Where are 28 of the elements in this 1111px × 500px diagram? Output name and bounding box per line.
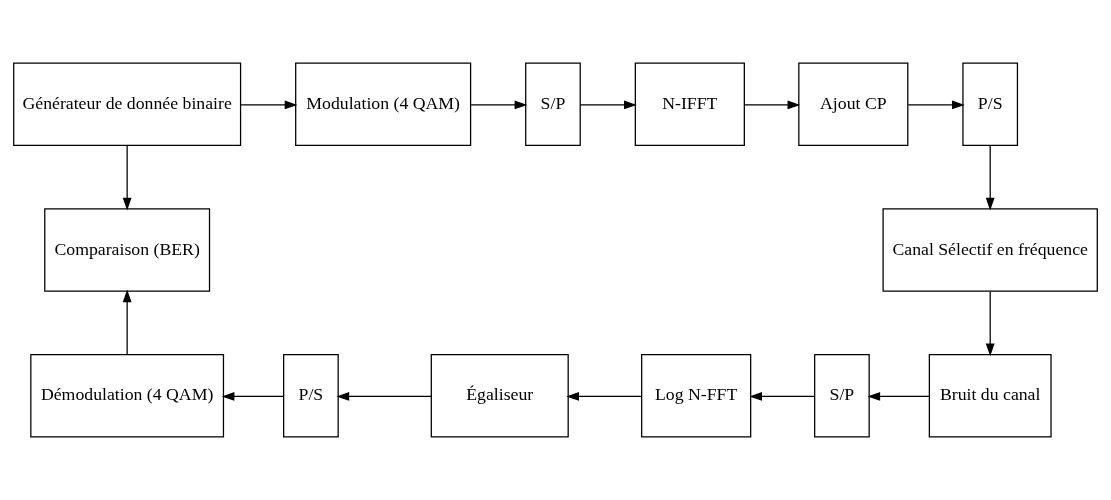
arrow	[221, 391, 285, 401]
arrow	[985, 290, 995, 357]
node-box: S/P	[814, 353, 870, 438]
node-box: Ajout CP	[798, 62, 909, 147]
node-box: S/P	[525, 62, 581, 147]
arrow	[470, 100, 528, 110]
arrow	[336, 391, 432, 401]
arrow	[566, 391, 643, 401]
arrow	[985, 145, 995, 211]
node-box: Égaliseur	[430, 353, 569, 438]
node-box: Modulation (4 QAM)	[295, 62, 472, 147]
arrow	[867, 391, 930, 401]
arrow	[907, 100, 965, 110]
arrow	[744, 100, 801, 110]
node-box: Comparaison (BER)	[44, 208, 211, 292]
arrow	[122, 289, 132, 355]
node-box: Démodulation (4 QAM)	[30, 353, 225, 438]
node-box: P/S	[283, 353, 339, 438]
node-box: Bruit du canal	[928, 353, 1052, 438]
arrow	[749, 391, 816, 401]
arrow	[122, 145, 132, 211]
arrow	[579, 100, 637, 110]
node-box: Canal Sélectif en fréquence	[882, 208, 1098, 292]
node-box: Générateur de donnée binaire	[13, 62, 242, 147]
arrow	[240, 100, 298, 110]
node-box: N-IFFT	[634, 62, 745, 147]
node-box: Log N-FFT	[641, 353, 752, 438]
node-box: P/S	[962, 62, 1019, 147]
